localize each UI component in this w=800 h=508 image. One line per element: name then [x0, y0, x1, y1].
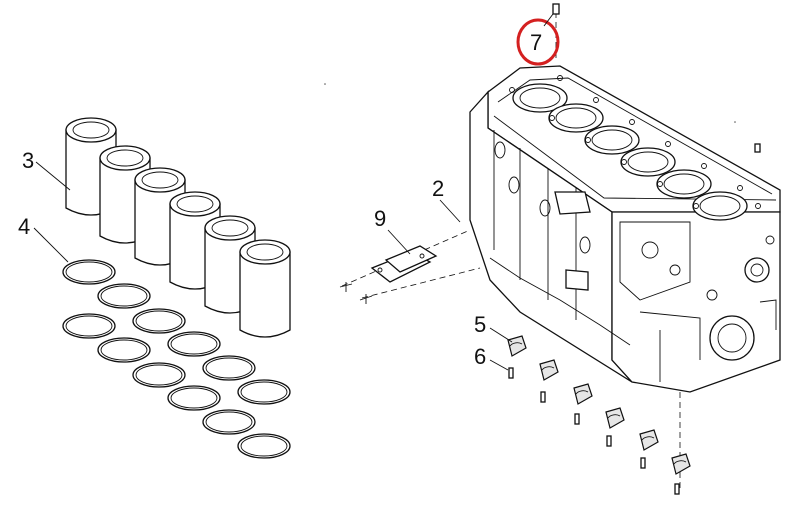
cover-plate[interactable] — [339, 245, 438, 304]
o-ring[interactable] — [167, 385, 221, 411]
cap-bolt[interactable] — [508, 367, 514, 379]
o-ring[interactable] — [97, 283, 151, 309]
cap-bolt[interactable] — [574, 413, 580, 425]
o-ring[interactable] — [237, 379, 291, 405]
o-ring[interactable] — [237, 433, 291, 459]
callouts: 3 4 2 9 5 6 7 — [18, 13, 560, 371]
head-bolt-holes — [509, 75, 761, 209]
callout-7[interactable]: 7 — [530, 30, 542, 55]
o-ring[interactable] — [202, 355, 256, 381]
bearing-cap[interactable] — [639, 429, 659, 451]
cylinder-bores — [512, 83, 748, 221]
bearing-cap[interactable] — [507, 335, 527, 357]
o-ring[interactable] — [62, 259, 116, 285]
callout-4[interactable]: 4 — [18, 214, 30, 239]
bearing-cap[interactable] — [539, 359, 559, 381]
cylinder-liners — [65, 117, 291, 338]
callout-5[interactable]: 5 — [474, 312, 486, 337]
o-ring[interactable] — [202, 409, 256, 435]
callout-9[interactable]: 9 — [374, 206, 386, 231]
o-ring[interactable] — [62, 313, 116, 339]
callout-6[interactable]: 6 — [474, 344, 486, 369]
cylinder-liner[interactable] — [239, 239, 291, 338]
callout-2[interactable]: 2 — [432, 176, 444, 201]
cap-bolt[interactable] — [674, 483, 680, 495]
bearing-cap[interactable] — [605, 407, 625, 429]
plug[interactable] — [552, 3, 560, 15]
plug[interactable] — [754, 143, 761, 153]
o-ring[interactable] — [132, 308, 186, 334]
cap-bolt[interactable] — [606, 435, 612, 447]
callout-3[interactable]: 3 — [22, 148, 34, 173]
stray-dot — [734, 121, 736, 123]
bearing-cap[interactable] — [573, 383, 593, 405]
stray-dot — [324, 83, 326, 85]
bearing-caps — [507, 335, 691, 475]
o-ring[interactable] — [167, 331, 221, 357]
cylinder-block[interactable] — [469, 65, 781, 393]
o-ring[interactable] — [97, 337, 151, 363]
cap-bolts — [508, 367, 680, 495]
bearing-cap[interactable] — [671, 453, 691, 475]
o-ring[interactable] — [132, 362, 186, 388]
cap-bolt[interactable] — [640, 457, 646, 469]
callout-7-highlight — [516, 18, 560, 66]
cap-bolt[interactable] — [540, 391, 546, 403]
o-rings — [62, 259, 291, 459]
